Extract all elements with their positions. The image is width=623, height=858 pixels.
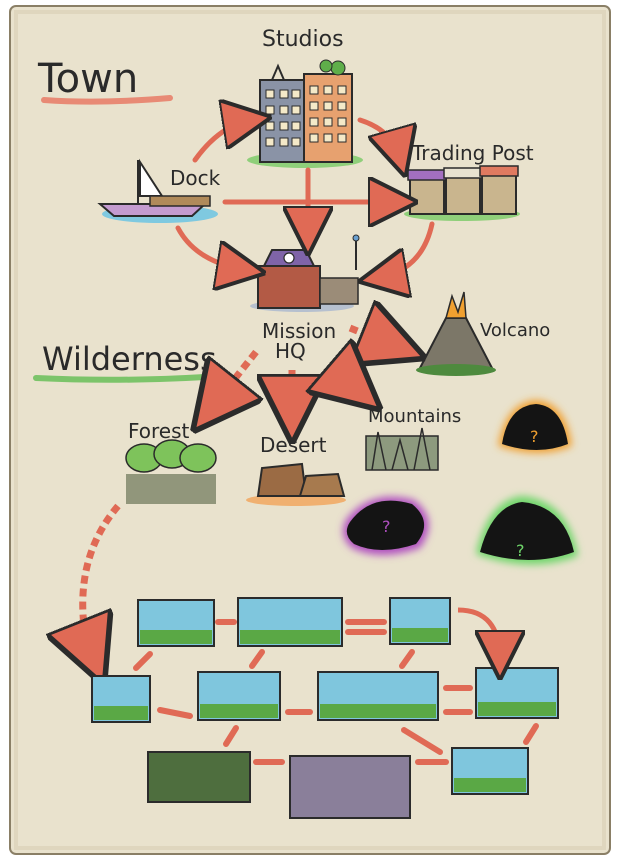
level-connectors — [133, 619, 539, 765]
arrow-dock-hq — [175, 225, 246, 270]
mission-hq-label-2: HQ — [275, 339, 306, 363]
trading-post-label: Trading Post — [411, 141, 534, 165]
arrow-level-route — [457, 607, 500, 660]
arrow-hq-mountains — [332, 368, 360, 392]
mountains-label: Mountains — [368, 406, 461, 427]
dock-boat — [97, 158, 218, 223]
desert-label: Desert — [260, 433, 327, 457]
town-underline — [41, 95, 173, 105]
volcano-label: Volcano — [480, 320, 550, 341]
wilderness-heading: Wilderness — [42, 340, 217, 378]
unknown-location-green: ? — [476, 496, 578, 565]
unknown-marker-3: ? — [516, 541, 525, 560]
unknown-marker-1: ? — [530, 427, 539, 446]
town-heading: Town — [37, 56, 138, 102]
arrow-trading-hq — [378, 221, 435, 278]
unknown-location-orange: ? — [498, 400, 572, 453]
volcano — [416, 291, 496, 376]
trading-post-stalls — [404, 165, 520, 221]
studios-label: Studios — [262, 27, 344, 52]
arrow-studios-trading — [357, 117, 400, 158]
desert-rocks — [246, 462, 346, 506]
wilderness-arrows — [83, 328, 400, 660]
forest-trees — [125, 439, 217, 504]
wilderness-underline — [33, 374, 208, 383]
forest-label: Forest — [128, 419, 190, 443]
town-arrows — [175, 117, 435, 278]
mountains-rocks — [365, 427, 439, 471]
level-panels — [91, 597, 559, 819]
unknown-marker-2: ? — [382, 517, 391, 536]
arrow-dock-studios — [192, 120, 252, 163]
unknown-location-purple: ? — [343, 496, 429, 555]
arrow-hq-volcano — [350, 328, 400, 348]
arrow-forest-levels — [83, 503, 121, 660]
dock-label: Dock — [170, 166, 221, 190]
